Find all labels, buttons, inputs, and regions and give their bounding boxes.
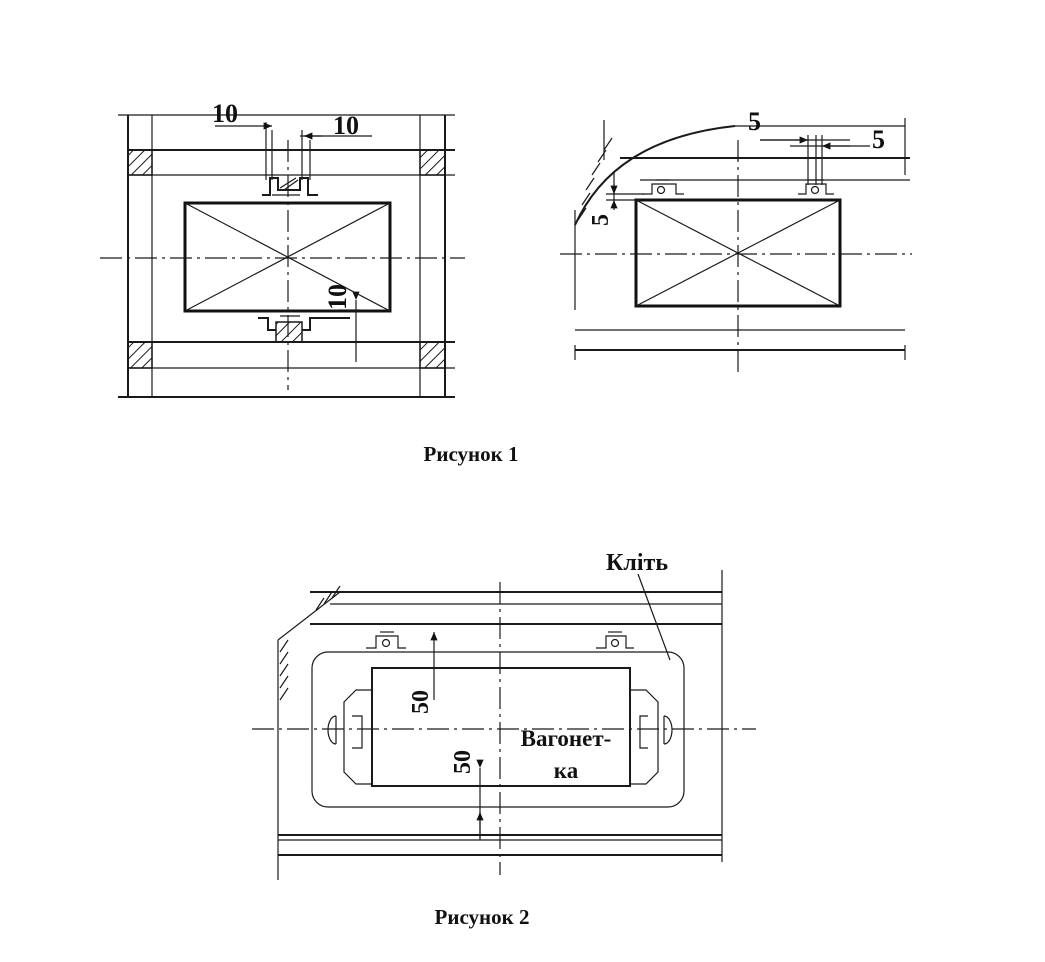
fig1-right-dim-side: 5 — [588, 214, 614, 226]
figure1-left-view — [100, 114, 465, 398]
fig1-right-dim-top-left: 5 — [748, 107, 761, 136]
fig2-cage-label: Кліть — [606, 550, 668, 576]
fig2-wagon-label-line1: Вагонет- — [521, 726, 612, 751]
fig2-dim-top: 50 — [408, 690, 434, 714]
figure1-caption: Рисунок 1 — [424, 442, 519, 466]
figure2-view — [252, 570, 756, 880]
figure1-right-view — [560, 118, 912, 372]
fig1-right-dim-top-right: 5 — [872, 125, 885, 154]
fig2-dim-bottom: 50 — [450, 750, 476, 774]
fig2-wagon-label-line2: ка — [554, 758, 579, 783]
figure2-caption: Рисунок 2 — [435, 905, 530, 929]
fig1-left-dim-bottom: 10 — [323, 284, 352, 310]
fig1-left-dim-top-right: 10 — [333, 111, 359, 140]
fig1-left-dim-top-left: 10 — [212, 99, 238, 128]
